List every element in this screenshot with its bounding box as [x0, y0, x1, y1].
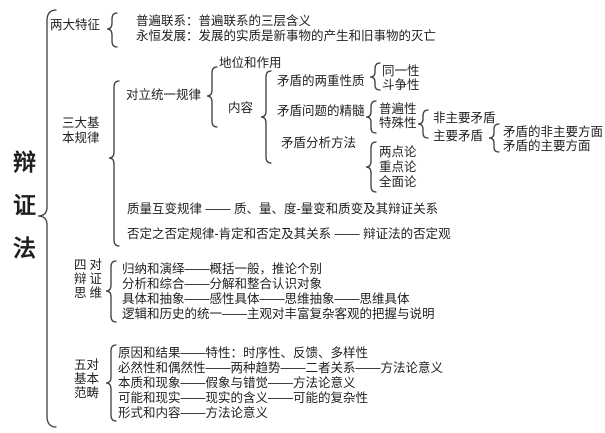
node-two-points-theory: 两点论 [379, 145, 417, 159]
node-three-basic-laws: 三大基 本规律 [62, 116, 100, 146]
brace-three-laws [108, 80, 120, 247]
node-form-content: 形式和内容——方法论意义 [118, 406, 269, 420]
root-char-3: 法 [13, 235, 36, 261]
brace-principal-contradiction [488, 123, 500, 153]
brace-unity-of-opposites [206, 66, 218, 128]
brace-content [260, 70, 272, 164]
node-key-point-theory: 重点论 [379, 160, 417, 174]
node-contradiction-analysis-method: 矛盾分析方法 [281, 136, 357, 150]
node-particularity: 特殊性 [379, 116, 417, 130]
node-necessity-contingency: 必然性和偶然性——两种趋势——二者关系——方法论意义 [118, 361, 444, 375]
node-eternal-development: 永恒发展：发展的实质是新事物的产生和旧事物的灭亡 [136, 29, 437, 43]
node-induction-deduction: 归纳和演绎——概括一般，推论个别 [122, 262, 323, 276]
node-five-basic-categories: 五对 基本 范畴 [74, 358, 99, 400]
node-essence-of-contradiction: 矛盾问题的精髓 [277, 104, 365, 118]
node-content: 内容 [228, 101, 254, 115]
node-principal-aspect: 矛盾的主要方面 [503, 139, 591, 153]
node-dual-nature-of-contradiction: 矛盾的两重性质 [277, 74, 365, 88]
node-two-features: 两大特征 [50, 18, 101, 32]
three-laws-line-2: 本规律 [62, 131, 100, 145]
node-principal-contradiction: 主要矛盾 [433, 129, 484, 143]
node-cause-effect: 原因和结果——特性：时序性、反馈、多样性 [118, 346, 369, 360]
four-thinking-line-1: 四对 [74, 258, 106, 272]
four-thinking-line-2: 辩证 [74, 272, 106, 286]
brace-five-categories [105, 344, 117, 422]
node-possibility-reality: 可能和现实——现实的含义——可能的复杂性 [118, 391, 369, 405]
brace-two-features [106, 12, 118, 48]
node-logic-history-unity: 逻辑和历史的统一——主观对丰富复杂客观的把握与说明 [122, 307, 435, 321]
five-categories-line-1: 五对 [74, 358, 100, 372]
node-quantity-quality-law: 质量互变规律 —— 质、量、度-量变和质变及其辩证关系 [127, 202, 439, 216]
root-char-1: 辩 [13, 149, 36, 175]
node-identity: 同一性 [382, 64, 420, 78]
four-thinking-line-3: 思维 [74, 286, 106, 300]
three-laws-line-1: 三大基 [62, 116, 100, 130]
brace-dual-nature [369, 62, 381, 91]
node-status-and-role: 地位和作用 [219, 56, 282, 70]
node-concrete-abstract: 具体和抽象——感性具体——思维抽象——思维具体 [122, 292, 410, 306]
five-categories-line-2: 基本 [74, 372, 100, 386]
root-char-2: 证 [13, 192, 36, 218]
node-non-principal-aspect: 矛盾的非主要方面 [503, 125, 604, 139]
node-universality: 普遍性 [379, 102, 417, 116]
brace-four-thinking [105, 260, 117, 323]
node-struggle: 斗争性 [382, 78, 420, 92]
node-non-principal-contradiction: 非主要矛盾 [433, 111, 496, 125]
brace-root [37, 9, 57, 428]
node-universal-connection: 普遍联系：普遍联系的三层含义 [136, 14, 312, 28]
node-four-dialectical-thinking: 四对 辩证 思维 [74, 258, 105, 300]
brace-analysis-method [365, 141, 377, 193]
node-unity-of-opposites-law: 对立统一规律 [126, 88, 202, 102]
brace-particularity [417, 109, 429, 139]
node-analysis-synthesis: 分析和综合——分解和整合认识对象 [122, 277, 323, 291]
root-node-dialectics: 辩 证 法 [13, 151, 36, 260]
node-negation-of-negation-law: 否定之否定规律-肯定和否定及其关系 —— 辩证法的否定观 [127, 227, 451, 241]
node-essence-phenomenon: 本质和现象——假象与错觉——方法论意义 [118, 376, 356, 390]
node-comprehensive-theory: 全面论 [379, 175, 417, 189]
five-categories-line-3: 范畴 [74, 386, 100, 400]
brace-essence [365, 100, 377, 134]
